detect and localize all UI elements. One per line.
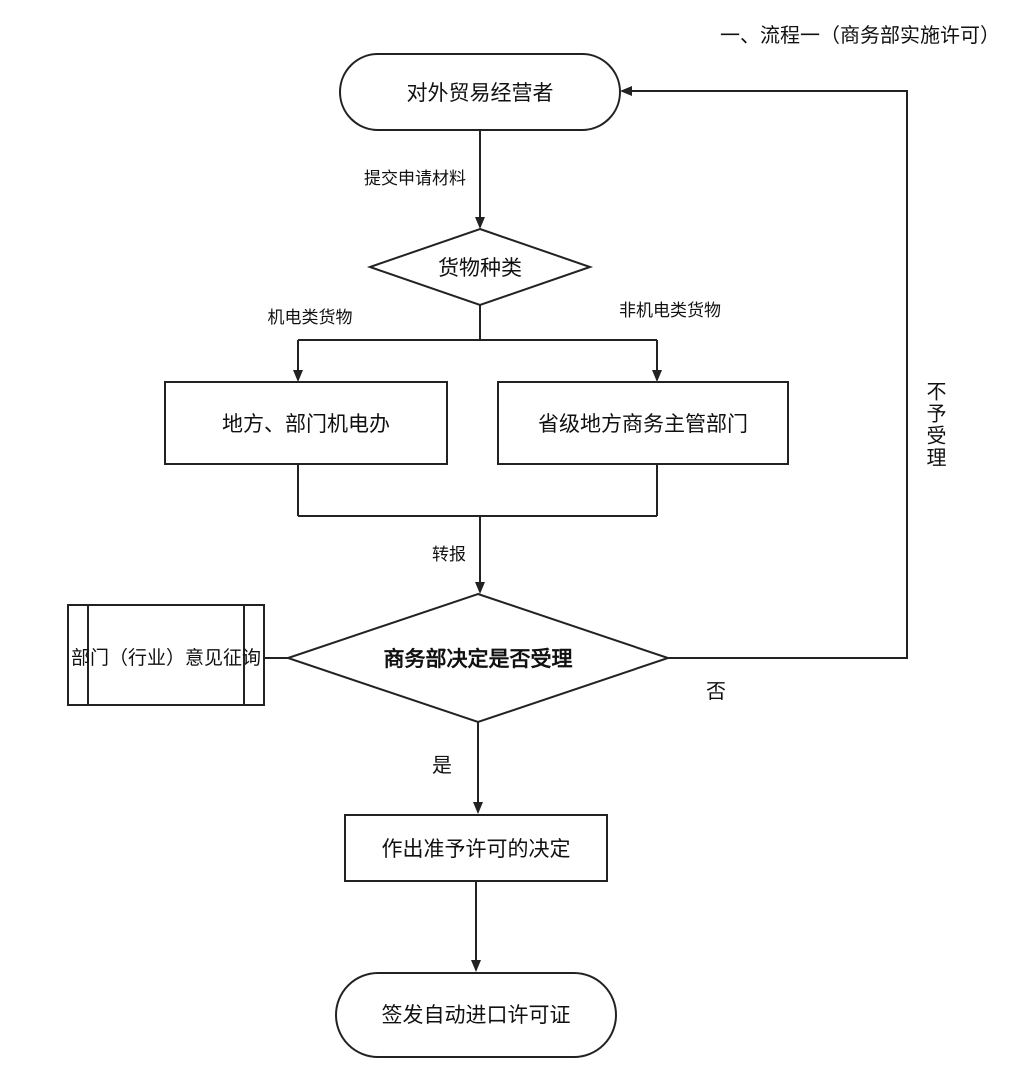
consult-label-line1: 部门（行业）意见征询 <box>71 647 261 669</box>
edge-label-mech-goods: 机电类货物 <box>268 308 353 328</box>
end-node-shape <box>335 972 617 1058</box>
edge-label-no: 否 <box>706 679 726 703</box>
grant-decision-label: 作出准予许可的决定 <box>382 837 571 861</box>
local-mech-office-box <box>164 381 448 465</box>
consult-box <box>67 604 265 706</box>
edge-label-forward: 转报 <box>432 545 466 565</box>
provincial-commerce-box <box>497 381 789 465</box>
decision-goods-label: 货物种类 <box>438 256 522 280</box>
start-node-label: 对外贸易经营者 <box>407 81 554 105</box>
grant-decision-box <box>344 814 608 882</box>
decision-accept-label: 商务部决定是否受理 <box>384 647 573 671</box>
page-title: 一、流程一（商务部实施许可） <box>720 23 1000 47</box>
edge-label-non-mech-goods: 非机电类货物 <box>619 301 721 321</box>
local-mech-office-label: 地方、部门机电办 <box>222 412 390 436</box>
edge-label-yes: 是 <box>432 753 452 777</box>
arrow-not-accepted-loop <box>620 86 908 659</box>
provincial-commerce-label: 省级地方商务主管部门 <box>538 412 748 436</box>
end-node-label: 签发自动进口许可证 <box>382 1003 571 1027</box>
edge-label-not-accepted: 不予受理 <box>923 381 947 469</box>
edge-label-submit-materials: 提交申请材料 <box>364 169 466 189</box>
